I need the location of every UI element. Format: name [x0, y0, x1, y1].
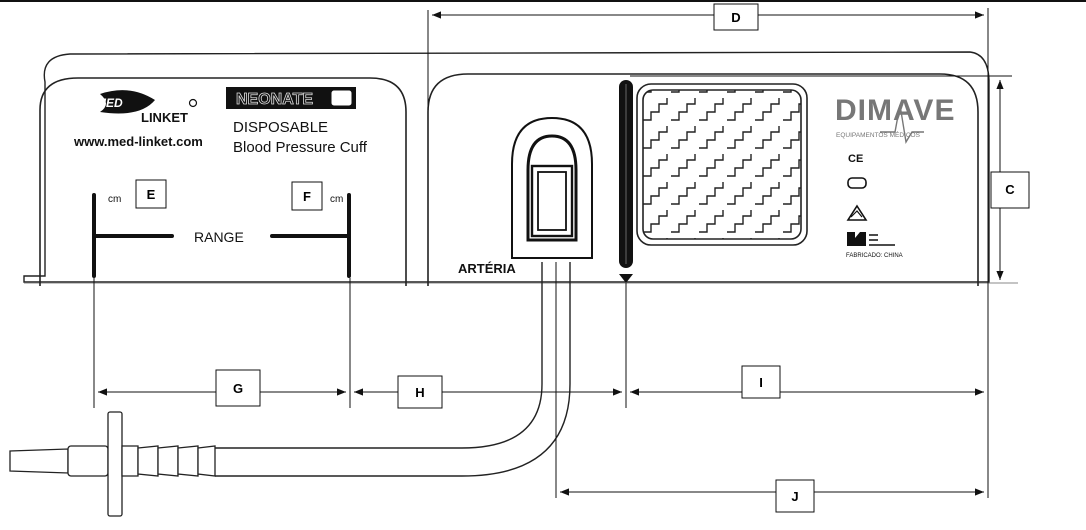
label-box-e: [135, 179, 167, 209]
brand-dimave: DIMAVE: [835, 94, 955, 127]
logo-med-text: MED: [96, 96, 123, 110]
label-d: D: [731, 10, 740, 25]
ecg-trace: [880, 104, 924, 145]
label-c: C: [1005, 182, 1015, 197]
index-strip: [619, 80, 633, 283]
velcro-area: [636, 83, 808, 246]
label-box-c: [990, 171, 1030, 209]
cuff-outline: [23, 51, 990, 283]
neonate-color-square: [330, 89, 353, 107]
range-marker-left: [92, 193, 174, 278]
neonate-badge: [226, 87, 356, 109]
label-box-f: [291, 181, 323, 211]
neonate-label: NEONATE: [236, 91, 313, 108]
right-panel: [427, 73, 979, 286]
label-box-d: [713, 3, 759, 31]
air-tube: [215, 262, 571, 477]
product-line-1: DISPOSABLE: [233, 119, 328, 136]
label-e: E: [147, 187, 156, 202]
label-i: I: [759, 375, 763, 390]
warning-icon: [846, 204, 868, 221]
label-box-i: [741, 365, 781, 399]
left-panel: [39, 77, 407, 286]
artery-label: ARTÉRIA: [458, 261, 516, 276]
label-g: G: [233, 381, 243, 396]
website-text: www.med-linket.com: [73, 134, 203, 149]
artery-window: [511, 116, 593, 259]
luer-connector: [9, 411, 216, 517]
label-box-h: [397, 375, 443, 409]
logo-linket-text: LINKET: [141, 110, 188, 125]
range-label: RANGE: [194, 229, 244, 245]
brand-tagline: EQUIPAMENTOS MÉDICOS: [836, 130, 921, 139]
manufacturer-icon: [847, 232, 895, 246]
latex-free-icon: [847, 177, 867, 189]
unit-left: cm: [108, 194, 121, 205]
label-j: J: [791, 489, 798, 504]
velcro-pattern: [642, 89, 802, 240]
label-f: F: [303, 189, 311, 204]
label-h: H: [415, 385, 424, 400]
ce-mark: CE: [848, 153, 863, 165]
made-in-text: FABRICADO: CHINA: [846, 253, 903, 259]
label-box-g: [215, 369, 261, 407]
product-line-2: Blood Pressure Cuff: [233, 139, 368, 156]
med-linket-logo: MED LINKET: [96, 90, 198, 125]
unit-right: cm: [330, 194, 343, 205]
label-box-j: [775, 479, 815, 513]
range-marker-right: [270, 193, 351, 278]
